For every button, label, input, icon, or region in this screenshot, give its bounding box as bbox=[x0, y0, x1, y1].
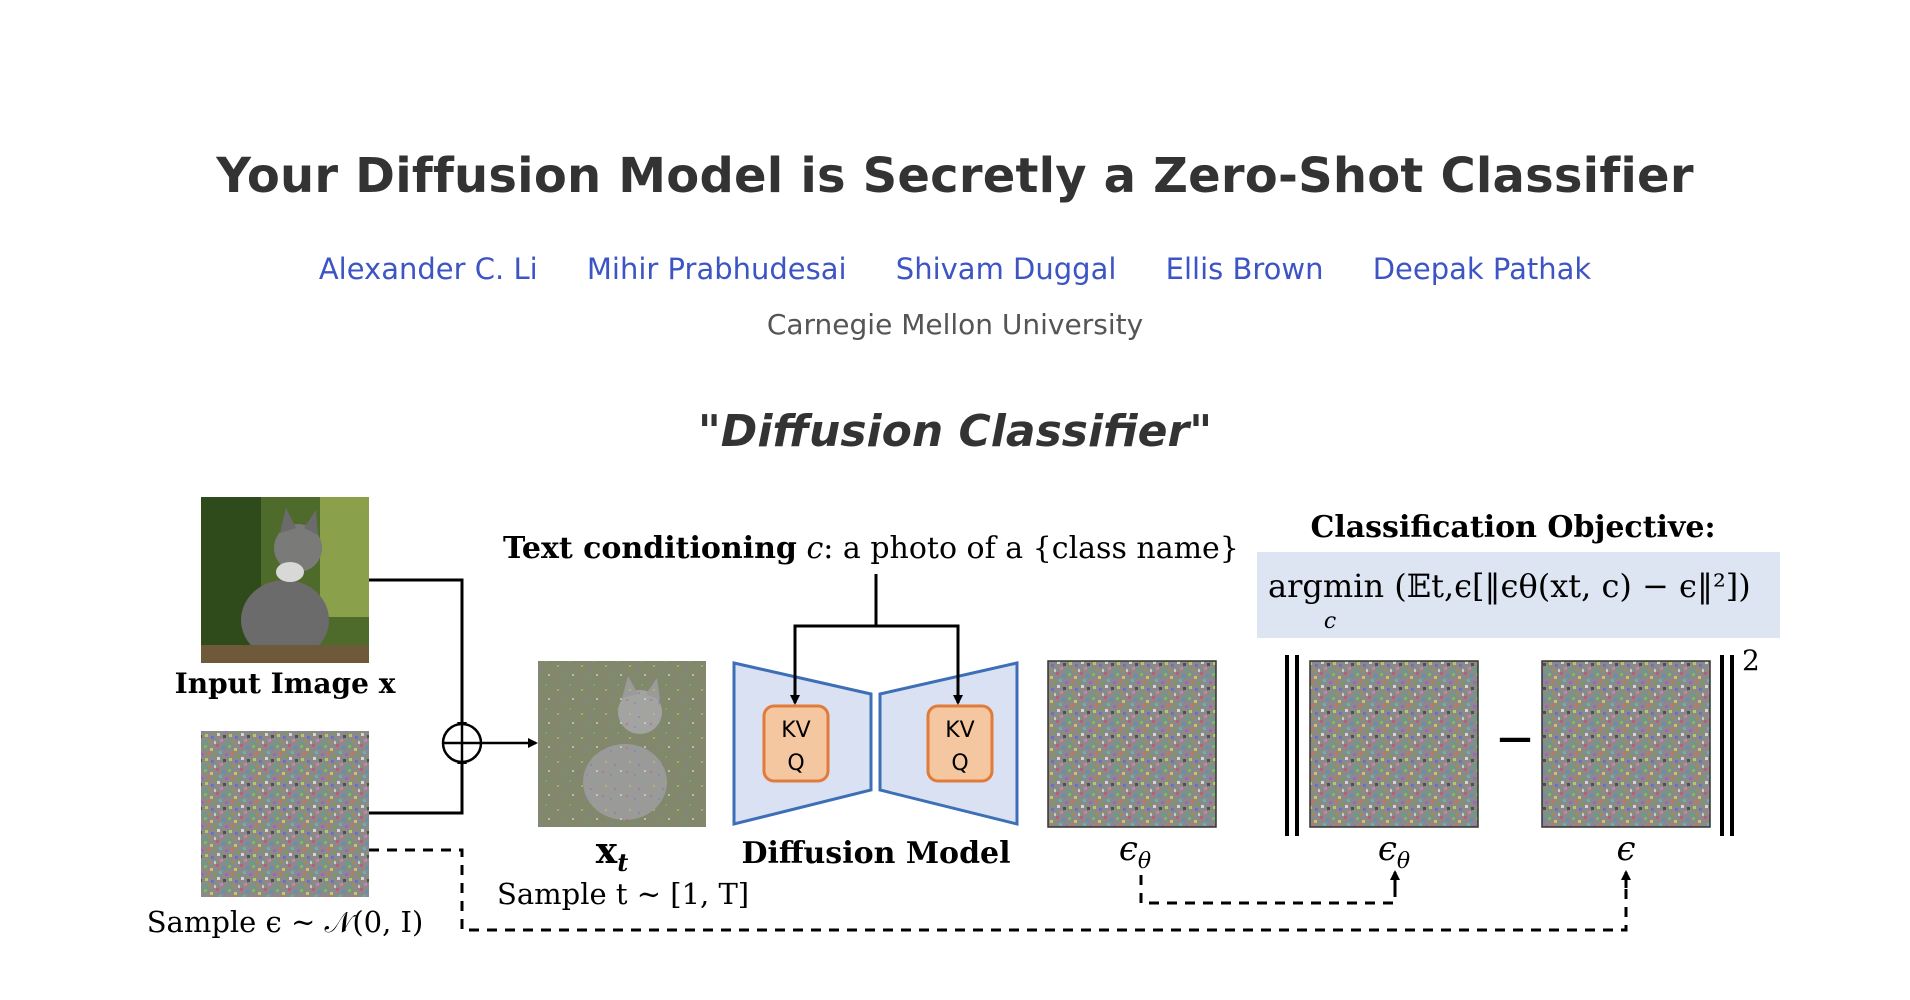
author-link-3[interactable]: Shivam Duggal bbox=[895, 252, 1117, 286]
noise-image bbox=[201, 731, 369, 897]
objective-argmin-subscript: c bbox=[1324, 609, 1336, 634]
text-conditioning-label: Text conditioning c: a photo of a {class… bbox=[503, 531, 1239, 566]
dashed-link-noise bbox=[369, 848, 1628, 932]
author-link-1[interactable]: Alexander C. Li bbox=[318, 252, 538, 286]
dashed-link-prediction bbox=[1139, 875, 1397, 905]
affiliation: Carnegie Mellon University bbox=[766, 308, 1144, 341]
norm-left-bars bbox=[1285, 655, 1299, 836]
norm-exponent: 2 bbox=[1742, 644, 1760, 677]
method-name: "Diffusion Classifier" bbox=[697, 406, 1213, 457]
attention-block-left: KV Q bbox=[762, 704, 830, 783]
svg-text:Q: Q bbox=[951, 751, 968, 776]
predicted-noise-label: ϵθ bbox=[1119, 829, 1151, 874]
sum-node bbox=[441, 722, 483, 764]
svg-text:KV: KV bbox=[781, 718, 810, 743]
page-title: Your Diffusion Model is Secretly a Zero-… bbox=[216, 148, 1694, 204]
norm-right-bars bbox=[1720, 655, 1734, 836]
attention-block-right: KV Q bbox=[926, 704, 994, 783]
author-link-2[interactable]: Mihir Prabhudesai bbox=[586, 252, 847, 286]
svg-text:Q: Q bbox=[787, 751, 804, 776]
true-noise-image bbox=[1541, 660, 1711, 828]
noise-sample-label: Sample ϵ ∼ 𝒩(0, I) bbox=[147, 905, 424, 939]
t-sample-label: Sample t ∼ [1, T] bbox=[497, 877, 749, 911]
noisy-image-xt bbox=[538, 661, 706, 827]
author-list: Alexander C. Li Mihir Prabhudesai Shivam… bbox=[0, 252, 1910, 286]
objective-title: Classification Objective: bbox=[1310, 510, 1715, 545]
objective-formula: argmin (𝔼t,ϵ[‖ϵθ(xt, c) − ϵ‖²]) bbox=[1268, 567, 1751, 605]
objective-box bbox=[1257, 552, 1780, 638]
svg-text:KV: KV bbox=[945, 718, 974, 743]
diffusion-model-label: Diffusion Model bbox=[741, 836, 1010, 871]
input-image-label: Input Image x bbox=[175, 667, 396, 700]
minus-sign: — bbox=[1498, 718, 1532, 758]
true-noise-label: ϵ bbox=[1616, 829, 1635, 869]
author-link-5[interactable]: Deepak Pathak bbox=[1372, 252, 1592, 286]
input-image bbox=[201, 497, 369, 663]
norm-predicted-noise-image bbox=[1309, 660, 1479, 828]
predicted-noise-image bbox=[1047, 660, 1217, 828]
author-link-4[interactable]: Ellis Brown bbox=[1165, 252, 1324, 286]
norm-predicted-noise-label: ϵθ bbox=[1378, 829, 1410, 874]
xt-label: xt bbox=[596, 830, 629, 877]
